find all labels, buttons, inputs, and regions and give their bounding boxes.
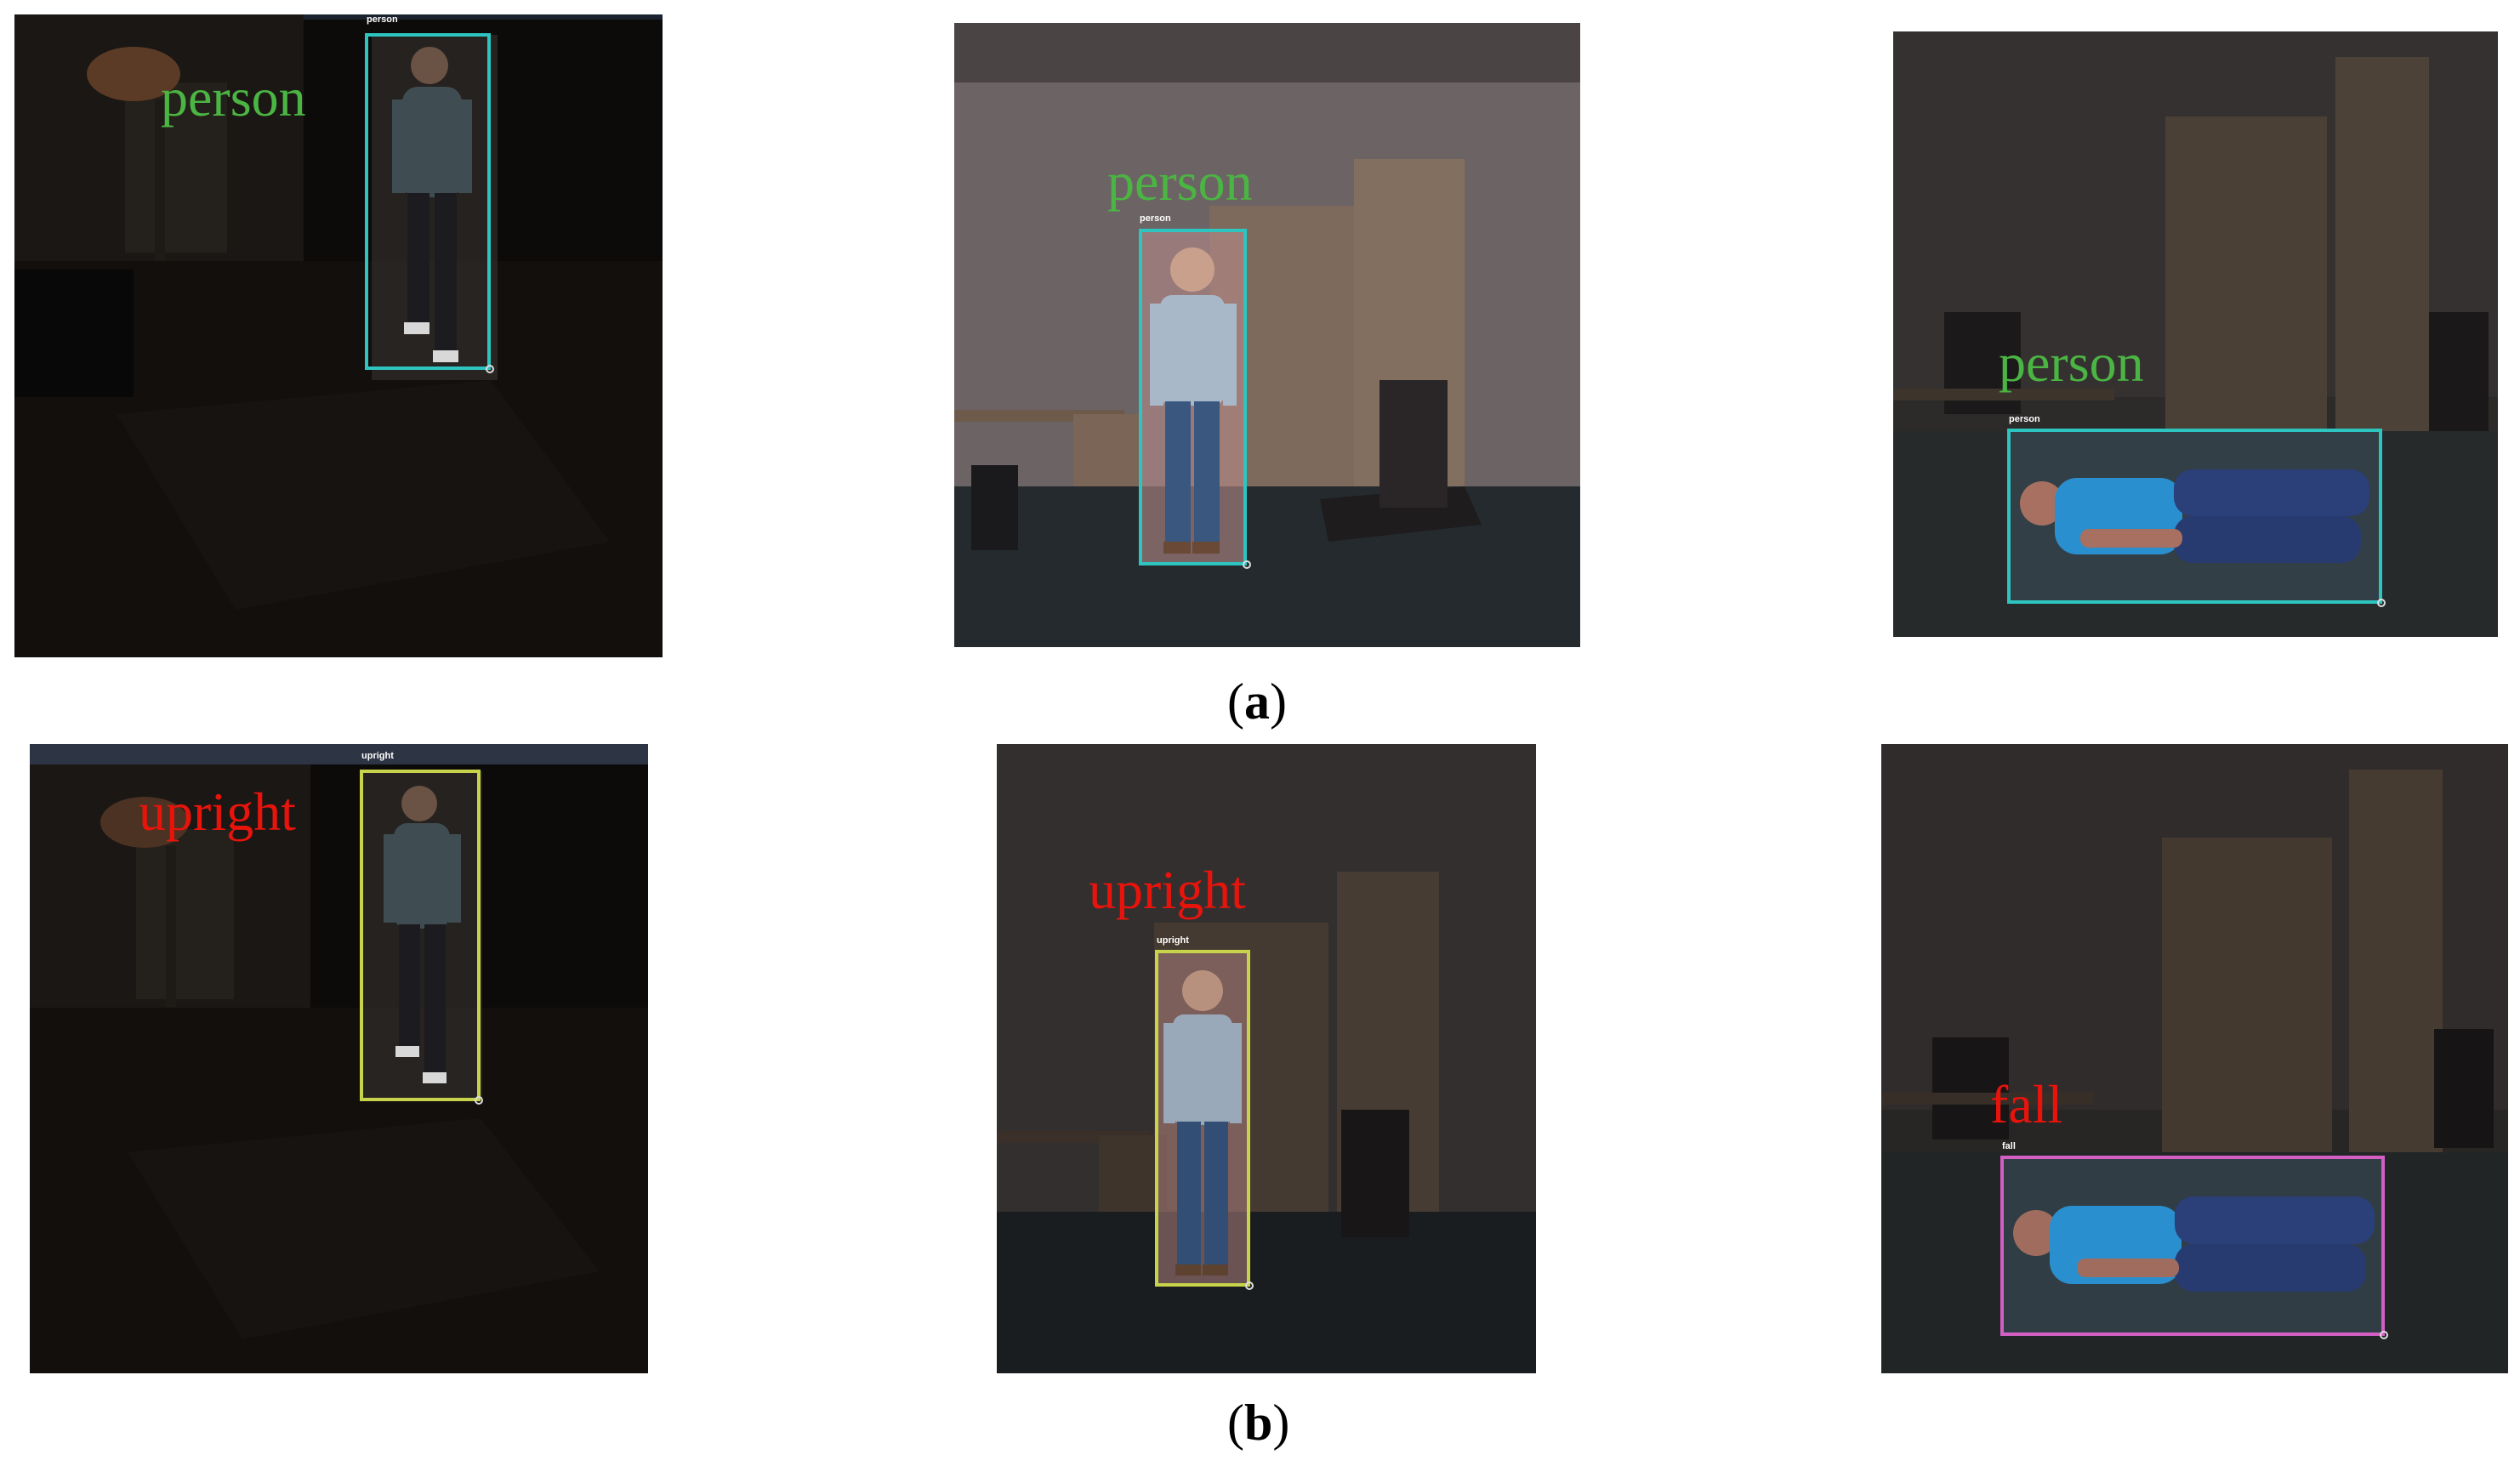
fall-annotation-label: fall xyxy=(1990,1074,2063,1134)
bbox-corner-handle xyxy=(475,1096,483,1105)
bbox-corner-handle xyxy=(486,365,494,373)
lying-person-figure xyxy=(2002,1156,2383,1335)
image-title-bar xyxy=(30,744,648,764)
bbox-class-tag: person xyxy=(367,14,398,25)
caption-letter: b xyxy=(1243,1395,1273,1451)
fall-bounding-box xyxy=(2000,1156,2385,1336)
bbox-class-tag: upright xyxy=(1157,935,1189,946)
upright-bounding-box xyxy=(360,770,481,1101)
panel-b2-office-upright: upright upright xyxy=(997,744,1536,1373)
panel-b1-dark-room-upright: upright upright xyxy=(30,744,648,1373)
lying-person-figure xyxy=(2009,431,2380,603)
person-annotation-label: person xyxy=(161,67,306,128)
dark-room-scene xyxy=(14,14,663,657)
upright-bounding-box xyxy=(1155,950,1250,1287)
bbox-class-tag: upright xyxy=(361,751,394,761)
upright-annotation-label: upright xyxy=(1089,860,1246,920)
walking-person-figure xyxy=(361,771,482,1101)
upright-annotation-label: upright xyxy=(139,781,296,842)
person-bounding-box xyxy=(2007,429,2382,604)
walking-person-figure xyxy=(372,35,498,380)
person-bounding-box xyxy=(365,33,491,370)
person-annotation-label: person xyxy=(1999,332,2144,393)
bbox-class-tag: person xyxy=(2009,414,2040,424)
dark-room-scene xyxy=(30,744,648,1373)
bbox-corner-handle xyxy=(2377,599,2386,607)
office-scene xyxy=(954,23,1580,647)
person-bounding-box xyxy=(1139,229,1247,565)
row-b-caption: (b) xyxy=(1227,1395,1290,1451)
panel-a2-office-person: person person xyxy=(954,23,1580,647)
standing-person-figure xyxy=(1139,231,1247,563)
bbox-corner-handle xyxy=(1243,560,1251,569)
bbox-corner-handle xyxy=(2380,1331,2388,1339)
panel-a1-dark-room-person: person person xyxy=(14,14,663,657)
bbox-class-tag: person xyxy=(1140,213,1171,224)
bbox-corner-handle xyxy=(1245,1281,1254,1290)
person-annotation-label: person xyxy=(1107,151,1253,212)
panel-a3-floor-person: person person xyxy=(1893,31,2498,637)
bbox-class-tag: fall xyxy=(2002,1141,2016,1151)
row-a-caption: (a) xyxy=(1227,673,1287,730)
caption-letter: a xyxy=(1243,673,1270,730)
panel-b3-floor-fall: fall fall xyxy=(1881,744,2508,1373)
standing-person-figure xyxy=(1155,952,1250,1285)
